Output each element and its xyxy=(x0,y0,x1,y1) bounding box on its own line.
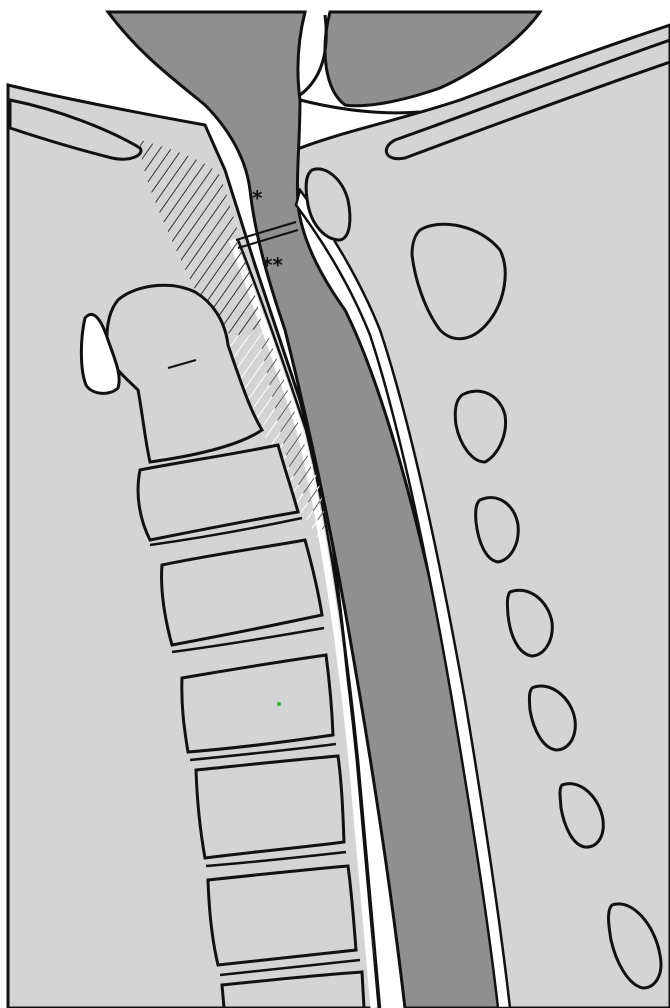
vertebral-body-c6 xyxy=(208,866,356,965)
green-speck xyxy=(277,702,281,706)
marker-single-asterisk: * xyxy=(252,188,262,208)
marker-double-asterisk: ** xyxy=(262,255,283,275)
vertebral-body-c5 xyxy=(196,756,344,858)
